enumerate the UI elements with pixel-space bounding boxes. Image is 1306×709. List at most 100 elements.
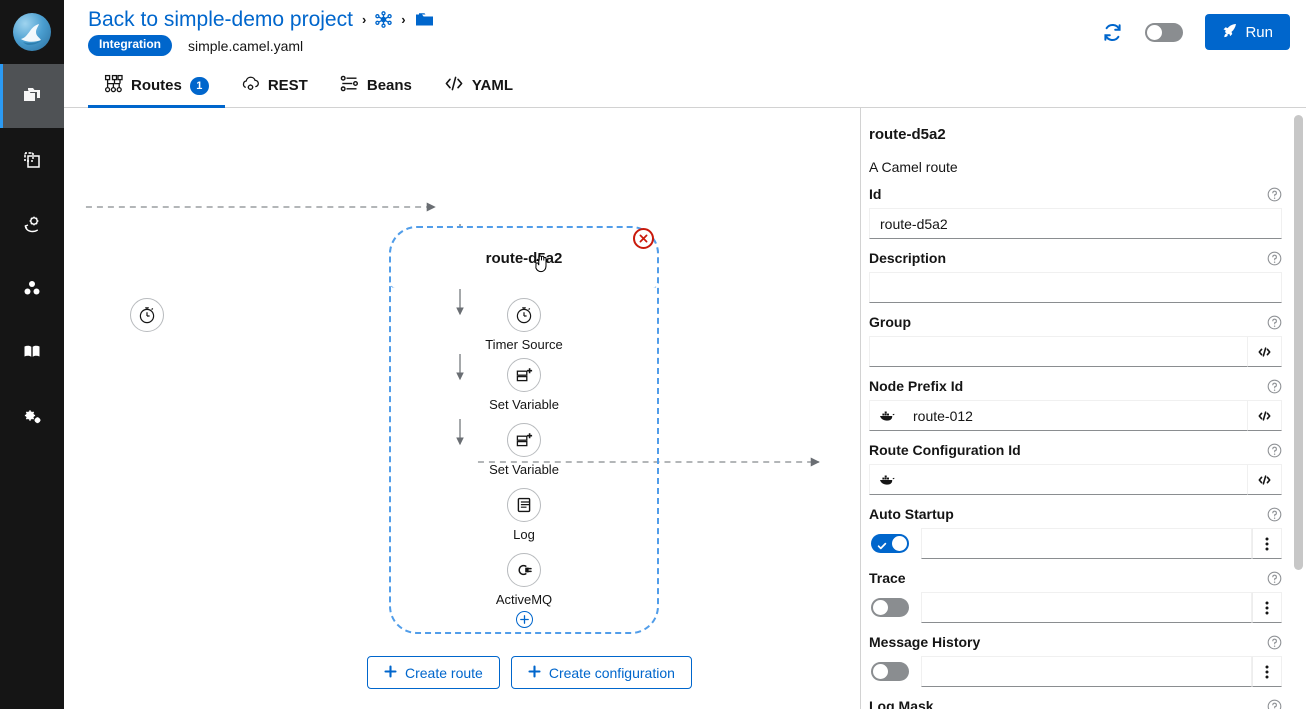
main-area: Back to simple-demo project › › [64,0,1306,709]
node-prefix-id-input[interactable] [903,400,1248,431]
sidebar-item-docs[interactable] [0,320,64,384]
field-log-mask: Log Mask [869,698,1282,709]
message-history-input[interactable] [921,656,1252,687]
close-circle-icon[interactable] [633,228,654,249]
plug-icon[interactable] [507,553,541,587]
header-subline: Integration simple.camel.yaml [88,35,434,56]
beans-icon [340,74,359,97]
run-button[interactable]: Run [1205,14,1290,50]
integration-badge: Integration [88,35,172,56]
description-input[interactable] [869,272,1282,303]
field-node-prefix-id: Node Prefix Id [869,378,1282,431]
node-set-variable-2-label: Set Variable [489,462,559,477]
help-icon[interactable] [1267,699,1282,709]
auto-startup-input[interactable] [921,528,1252,559]
field-description-label: Description [869,250,947,266]
sidebar-item-files[interactable] [0,64,64,128]
gears-icon [22,406,43,427]
toggle-knob [892,536,907,551]
timer-endpoint-icon[interactable] [130,298,164,332]
app-logo [0,0,64,64]
help-icon[interactable] [1267,315,1282,330]
properties-panel: route-d5a2 A Camel route Id [860,108,1306,709]
code-icon[interactable] [1248,336,1282,367]
field-route-configuration-id: Route Configuration Id [869,442,1282,495]
left-rail [0,0,64,709]
tab-beans[interactable]: Beans [324,64,428,107]
create-configuration-button[interactable]: Create configuration [510,656,692,689]
tab-bar: Routes 1 REST [64,64,1306,108]
route-canvas[interactable]: route-d5a2 Timer [64,108,860,709]
breadcrumb-separator-2: › [401,12,406,28]
route-configuration-id-input[interactable] [903,464,1248,495]
sidebar-item-topology[interactable] [0,256,64,320]
properties-form: route-d5a2 A Camel route Id [861,108,1306,709]
code-icon[interactable] [1248,400,1282,431]
field-auto-startup-label: Auto Startup [869,506,954,522]
route-header[interactable]: route-d5a2 [389,226,659,288]
panel-scrollbar[interactable] [1294,115,1303,709]
kebab-icon[interactable] [1252,656,1282,687]
kebab-icon[interactable] [1252,592,1282,623]
code-icon[interactable] [1248,464,1282,495]
help-icon[interactable] [1267,443,1282,458]
kebab-icon[interactable] [1252,528,1282,559]
docker-whale-icon [869,400,903,431]
trace-toggle[interactable] [871,598,909,617]
help-icon[interactable] [1267,507,1282,522]
set-variable-icon[interactable] [507,358,541,392]
plus-circle-icon[interactable] [516,611,533,628]
timer-icon[interactable] [507,298,541,332]
tab-beans-label: Beans [366,77,412,94]
help-icon[interactable] [1267,379,1282,394]
message-history-toggle[interactable] [871,662,909,681]
tab-routes[interactable]: Routes 1 [88,64,225,108]
header-right: Run [1102,14,1290,50]
group-input[interactable] [869,336,1248,367]
toggle-knob [1147,24,1163,40]
filename-label: simple.camel.yaml [188,37,304,54]
help-icon[interactable] [1267,187,1282,202]
routes-icon [104,74,123,97]
tab-yaml[interactable]: YAML [428,64,529,107]
header-left: Back to simple-demo project › › [88,8,434,56]
help-icon[interactable] [1267,635,1282,650]
log-icon[interactable] [507,488,541,522]
panel-description: A Camel route [869,159,958,175]
field-group-label: Group [869,314,911,330]
tab-rest-label: REST [267,77,308,94]
help-icon[interactable] [1267,251,1282,266]
folder-icon[interactable] [415,11,434,28]
sidebar-item-templates[interactable] [0,128,64,192]
rocket-icon [1222,23,1237,42]
toggle-knob [873,664,888,679]
scrollbar-thumb[interactable] [1294,115,1303,570]
book-icon [22,342,42,362]
tab-rest[interactable]: REST [225,64,324,107]
canvas-action-buttons: Create route Create configuration [367,656,692,689]
panel-title: route-d5a2 [869,126,946,143]
run-button-label: Run [1245,23,1273,41]
back-to-project-link[interactable]: Back to simple-demo project [88,8,353,32]
route-title: route-d5a2 [485,249,563,267]
help-icon[interactable] [1267,571,1282,586]
sidebar-item-integrations[interactable] [0,192,64,256]
auto-startup-toggle[interactable] [871,534,909,553]
trace-input[interactable] [921,592,1252,623]
field-message-history: Message History [869,634,1282,687]
create-configuration-label: Create configuration [548,664,675,681]
check-icon [877,538,887,556]
node-activemq-label: ActiveMQ [495,592,553,607]
tab-routes-label: Routes [131,77,182,94]
dev-mode-toggle[interactable] [1145,22,1184,42]
create-route-button[interactable]: Create route [367,656,500,689]
sidebar-item-settings[interactable] [0,384,64,448]
field-log-mask-label: Log Mask [869,698,934,709]
set-variable-icon[interactable] [507,423,541,457]
toggle-knob [873,600,888,615]
field-trace-label: Trace [869,570,906,586]
project-topology-icon[interactable] [375,11,393,29]
tab-routes-count: 1 [189,76,209,95]
id-input[interactable] [869,208,1282,239]
refresh-icon[interactable] [1102,22,1123,43]
